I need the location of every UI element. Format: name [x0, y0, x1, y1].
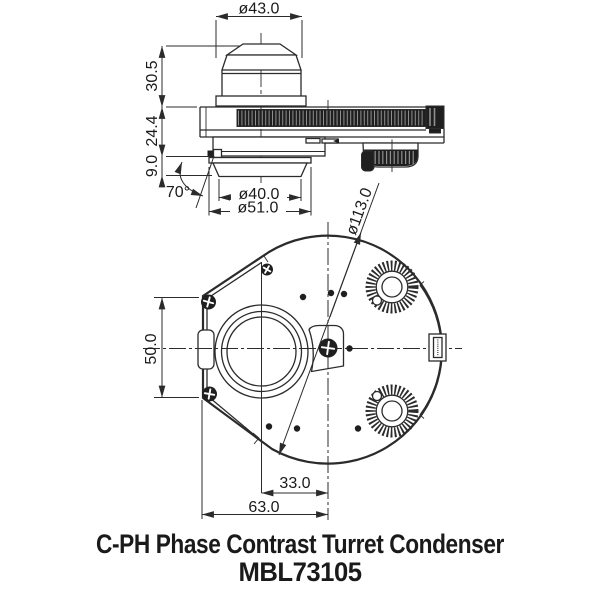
turret-wheel-bottom	[365, 384, 419, 438]
knob-lever	[361, 150, 375, 172]
dim-top-diameter: ø43.0	[215, 1, 303, 58]
mount-flange	[208, 156, 312, 164]
angle-reference-line	[195, 155, 215, 209]
dim-label: ø40.0	[239, 186, 280, 203]
lower-housing	[212, 136, 339, 157]
dim-body-height: 24.4	[144, 107, 211, 157]
knurled-ring	[236, 109, 427, 127]
pin-hole-dot	[299, 293, 307, 301]
body-end-block	[425, 105, 445, 134]
center-screw	[318, 338, 338, 358]
pin-hole-dot	[293, 425, 301, 432]
phillips-screw	[261, 263, 273, 276]
dim-flange-diameter: ø51.0	[208, 167, 312, 217]
dim-mount-height: 9.0	[144, 155, 212, 188]
turret-wheel-top	[365, 260, 419, 314]
caption: C-PH Phase Contrast Turret Condenser MBL…	[0, 529, 600, 588]
dim-label: 50.0	[143, 333, 160, 364]
dim-label: 33.0	[279, 475, 310, 492]
pin-hole-dot	[265, 423, 273, 430]
wheel-index-hole	[371, 295, 383, 306]
phillips-screw	[201, 294, 216, 310]
side-view	[195, 33, 445, 213]
model-number: MBL73105	[238, 557, 362, 588]
bracket-notch-top	[263, 251, 271, 263]
product-name: C-PH Phase Contrast Turret Condenser	[96, 529, 504, 559]
pin-hole-dot	[340, 290, 348, 298]
dim-label: 30.5	[144, 60, 161, 91]
wheel-index-hole	[371, 390, 383, 402]
dim-label: 63.0	[248, 499, 279, 516]
dim-label: 24.4	[144, 115, 161, 146]
dim-label: 9.0	[144, 155, 161, 177]
turret-body	[199, 100, 445, 144]
dim-edge-to-center: 63.0	[201, 400, 328, 519]
technical-drawing: ø43.0 30.5 24.4 9.0 70° ø40.0	[143, 1, 462, 520]
dovetail-mount	[195, 148, 312, 209]
pin-hole-dot	[354, 425, 362, 432]
dim-dovetail-width: 50.0	[143, 297, 199, 398]
pin-holes	[265, 289, 362, 432]
lever-arrow	[333, 138, 339, 144]
phillips-screw	[202, 386, 217, 402]
latch-tab	[428, 333, 447, 362]
dim-label: 70°	[166, 184, 190, 201]
clamp-screw	[207, 150, 213, 157]
dim-mount-angle: 70°	[166, 161, 204, 201]
dim-label: ø113.0	[343, 186, 376, 238]
mount-skirt	[211, 162, 309, 178]
pin-hole-dot	[346, 345, 353, 352]
bottom-view	[143, 222, 462, 520]
side-view-dimensions: ø43.0 30.5 24.4 9.0 70° ø40.0	[144, 1, 312, 217]
dim-lens-height: 30.5	[144, 45, 240, 108]
dim-label: ø43.0	[239, 1, 280, 18]
dim-mount-diameter: ø40.0	[218, 179, 302, 203]
dim-aperture-offset: 33.0	[261, 475, 328, 497]
bracket-notch-bottom	[252, 432, 260, 445]
pin-hole-dot	[327, 289, 335, 297]
condenser-lens-dome	[215, 43, 307, 107]
dim-label: ø51.0	[238, 200, 279, 217]
aperture-side-tab	[197, 329, 215, 370]
turret-knob	[361, 139, 419, 172]
